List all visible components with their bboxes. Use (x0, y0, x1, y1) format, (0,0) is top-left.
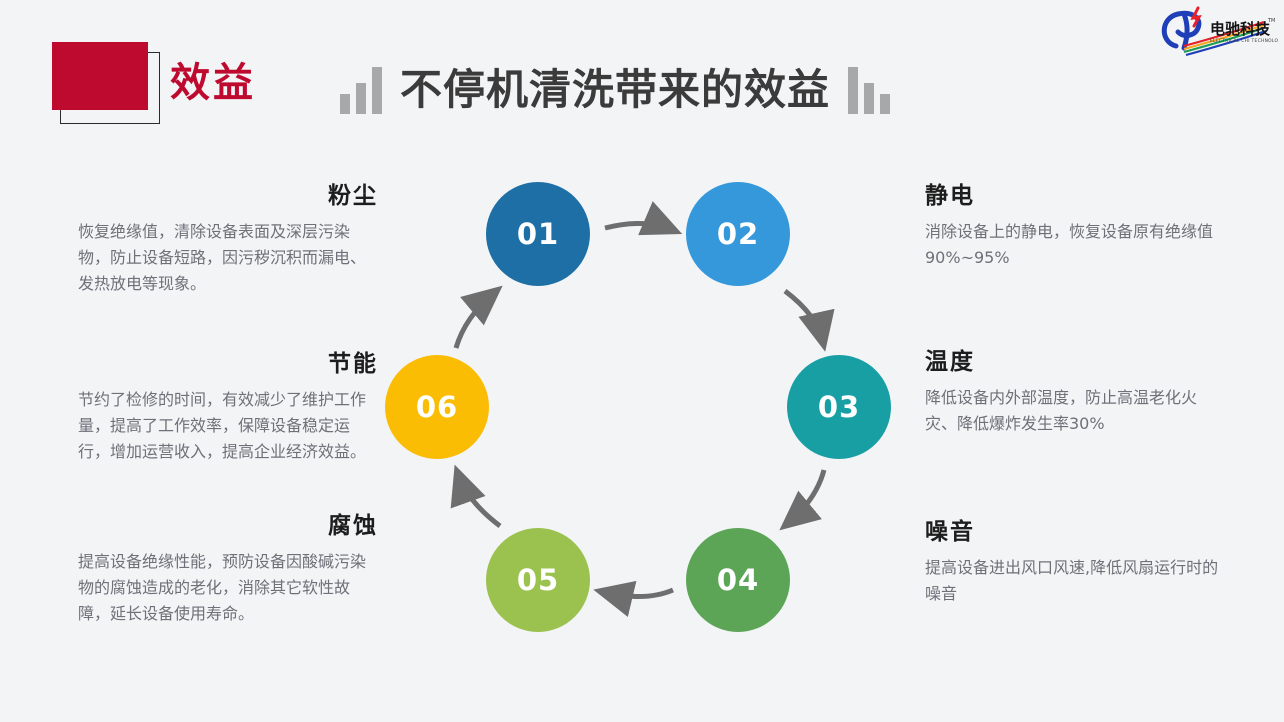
benefit-block-static: 静电 消除设备上的静电，恢复设备原有绝缘值90%~95% (925, 182, 1225, 271)
benefit-block-noise: 噪音 提高设备进出风口风速,降低风扇运行时的噪音 (925, 518, 1225, 607)
benefit-title-temperature: 温度 (925, 349, 975, 375)
cycle-node-label: 03 (817, 390, 861, 424)
company-logo: 电驰科技 ELECTRICAL CHI TECHNOLOGY TM (1154, 2, 1284, 60)
benefit-title-static: 静电 (925, 183, 975, 209)
cycle-node-label: 02 (716, 217, 760, 251)
benefit-block-dust: 粉尘 恢复绝缘值，清除设备表面及深层污染物，防止设备短路，因污秽沉积而漏电、发热… (78, 182, 378, 297)
slide-header: 效益 不停机清洗带来的效益 电驰科技 ELECTRICAL CHI TECHNO… (0, 0, 1284, 155)
cycle-node-label: 05 (516, 563, 560, 597)
svg-text:TM: TM (1267, 18, 1275, 24)
page-title: 不停机清洗带来的效益 (400, 65, 831, 114)
benefit-body-dust: 恢复绝缘值，清除设备表面及深层污染物，防止设备短路，因污秽沉积而漏电、发热放电等… (78, 222, 367, 293)
badge-solid-square (52, 42, 148, 110)
svg-text:ELECTRICAL CHI TECHNOLOGY: ELECTRICAL CHI TECHNOLOGY (1210, 38, 1278, 44)
cycle-node-02[interactable]: 02 (686, 182, 790, 286)
benefit-block-energy: 节能 节约了检修的时间，有效减少了维护工作量，提高了工作效率，保障设备稳定运行，… (78, 350, 378, 465)
red-badge-decoration (52, 42, 162, 124)
benefit-body-energy: 节约了检修的时间，有效减少了维护工作量，提高了工作效率，保障设备稳定运行，增加运… (78, 390, 367, 461)
cycle-node-01[interactable]: 01 (486, 182, 590, 286)
benefit-block-corrosion: 腐蚀 提高设备绝缘性能，预防设备因酸碱污染物的腐蚀造成的老化，消除其它软性故障，… (78, 512, 378, 627)
cycle-node-label: 01 (516, 217, 560, 251)
process-cycle-diagram: 01 02 03 04 05 06 (355, 160, 915, 670)
cycle-node-label: 06 (415, 390, 459, 424)
benefit-body-static: 消除设备上的静电，恢复设备原有绝缘值90%~95% (925, 222, 1214, 267)
benefit-title-energy: 节能 (328, 351, 378, 377)
benefit-title-noise: 噪音 (925, 519, 975, 545)
cycle-node-04[interactable]: 04 (686, 528, 790, 632)
descending-bar-chart-icon (848, 66, 891, 114)
benefit-body-corrosion: 提高设备绝缘性能，预防设备因酸碱污染物的腐蚀造成的老化，消除其它软性故障，延长设… (78, 552, 367, 623)
svg-text:电驰科技: 电驰科技 (1210, 20, 1271, 38)
benefit-title-corrosion: 腐蚀 (328, 513, 378, 539)
title-row: 不停机清洗带来的效益 (340, 65, 891, 114)
badge-label: 效益 (170, 60, 256, 106)
benefit-body-temperature: 降低设备内外部温度，防止高温老化火灾、降低爆炸发生率30% (925, 388, 1198, 433)
benefit-body-noise: 提高设备进出风口风速,降低风扇运行时的噪音 (925, 558, 1219, 603)
benefit-title-dust: 粉尘 (328, 183, 378, 209)
cycle-node-label: 04 (716, 563, 760, 597)
benefit-block-temperature: 温度 降低设备内外部温度，防止高温老化火灾、降低爆炸发生率30% (925, 348, 1225, 437)
cycle-node-05[interactable]: 05 (486, 528, 590, 632)
cycle-node-03[interactable]: 03 (787, 355, 891, 459)
cycle-node-06[interactable]: 06 (385, 355, 489, 459)
ascending-bar-chart-icon (340, 66, 382, 114)
